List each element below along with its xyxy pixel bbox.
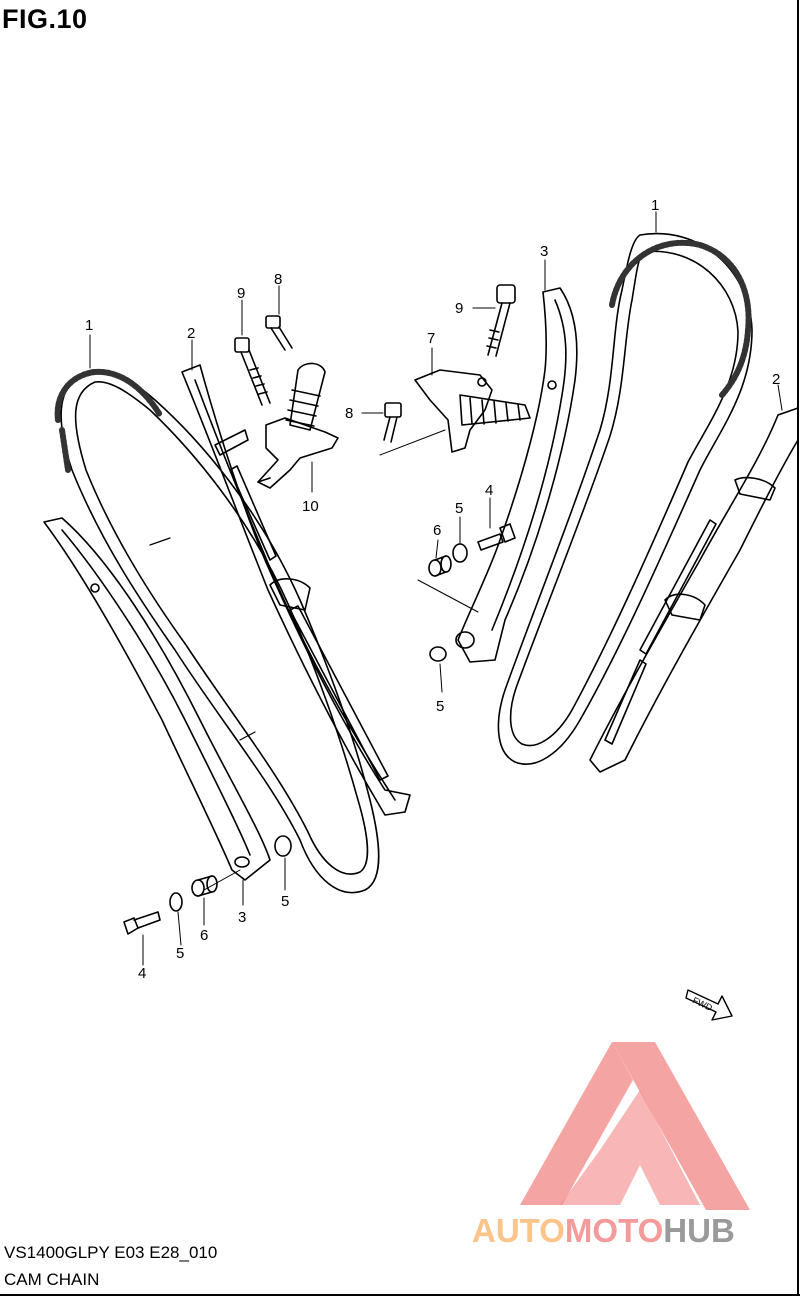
callout-7-right: 7 [427, 330, 435, 347]
callout-1-left: 1 [85, 317, 93, 334]
callout-5b-right: 5 [436, 698, 444, 715]
callout-9-left: 9 [237, 285, 245, 302]
section-name: CAM CHAIN [4, 1270, 100, 1289]
right-washer-5b [429, 646, 447, 662]
right-cam-chain [497, 232, 753, 765]
callout-6-left: 6 [200, 927, 208, 944]
left-tensioner-guide [43, 517, 271, 881]
left-washer-5 [169, 892, 183, 912]
watermark-text: AUTOMOTOHUB [472, 1212, 735, 1250]
watermark-part-hub: HUB [663, 1212, 735, 1249]
callout-9-right: 9 [455, 300, 463, 317]
left-collar-6 [191, 875, 218, 897]
left-bolt-9 [234, 337, 271, 406]
callout-5b-left: 5 [281, 893, 289, 910]
right-collar-6 [428, 555, 452, 577]
callout-1-right: 1 [651, 197, 659, 214]
left-washer-5b [274, 835, 292, 857]
left-bolt-4 [123, 911, 161, 935]
left-tensioner-body [257, 362, 339, 489]
right-bolt-8 [383, 402, 402, 443]
callout-4-right: 4 [485, 482, 493, 499]
frame-border-right [797, 0, 799, 1296]
callout-3-left: 3 [238, 909, 246, 926]
right-tensioner-guide [589, 407, 799, 773]
callout-8-right: 8 [345, 405, 353, 422]
right-tensioner-body [414, 369, 531, 453]
watermark-part-auto: AUTO [472, 1212, 565, 1249]
callout-4-left: 4 [138, 965, 146, 982]
watermark-logo-icon [520, 1042, 750, 1210]
callout-3-right: 3 [540, 243, 548, 260]
callout-10-left: 10 [302, 498, 319, 515]
left-bolt-8 [265, 315, 293, 351]
fwd-arrow-icon [685, 989, 733, 1021]
left-chain-guide [181, 364, 411, 816]
model-code: VS1400GLPY E03 E28_010 [4, 1243, 218, 1262]
right-washer-5 [452, 543, 468, 563]
callout-2-left: 2 [187, 325, 195, 342]
callout-5-left: 5 [176, 945, 184, 962]
right-chain-guide [455, 287, 578, 663]
right-bolt-4 [477, 523, 516, 551]
right-bolt-9 [486, 284, 516, 357]
callout-8-left: 8 [274, 271, 282, 288]
callout-6-right: 6 [433, 522, 441, 539]
fwd-label: FWD [691, 995, 714, 1013]
callout-5-right: 5 [455, 500, 463, 517]
leader-lines [89, 211, 783, 966]
figure-title: FIG.10 [2, 4, 88, 34]
callout-labels: 1 2 9 8 10 3 5 6 4 5 1 3 9 7 8 6 5 4 5 2… [85, 197, 780, 1013]
frame-border-bottom [0, 1294, 800, 1296]
callout-2-right: 2 [772, 371, 780, 388]
watermark-part-moto: MOTO [564, 1212, 664, 1249]
left-cam-chain [54, 368, 380, 894]
